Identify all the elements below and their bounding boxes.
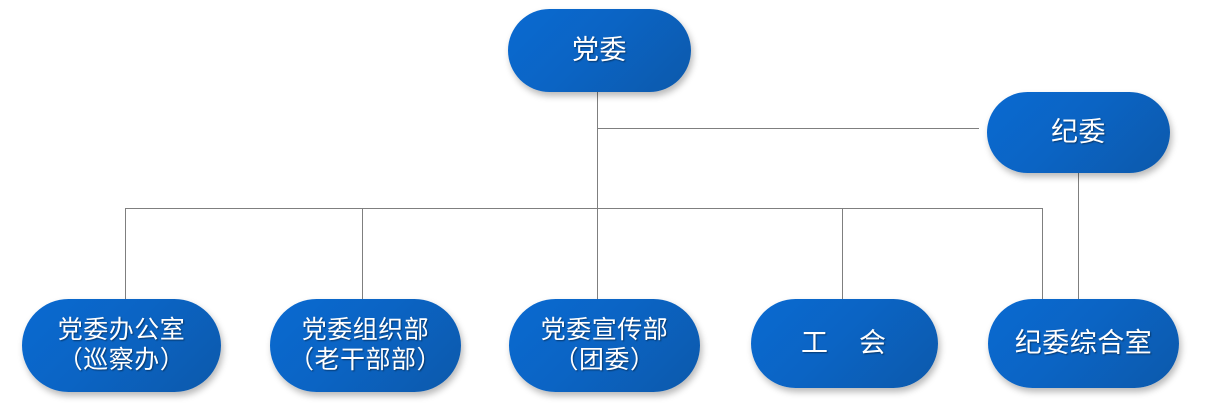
connector-main-bus [125, 208, 1043, 209]
connector-drop-organization-department [362, 208, 363, 300]
node-organization-department[interactable]: 党委组织部 （老干部部） [270, 299, 461, 392]
node-labor-union-label: 工 会 [801, 327, 888, 358]
node-party-committee-office-label-line2: （巡察办） [57, 346, 186, 374]
connector-drop-propaganda-department [597, 208, 598, 300]
node-discipline-commission[interactable]: 纪委 [987, 92, 1170, 173]
node-party-committee-label: 党委 [572, 34, 627, 65]
connector-party-committee-stem [597, 91, 598, 209]
node-party-committee-office-label-line1: 党委办公室 [57, 317, 186, 344]
node-propaganda-department-label-line2: （团委） [553, 346, 656, 374]
connector-drop-party-committee-office [125, 208, 126, 300]
connector-drop-discipline-general-office-from-bus [1042, 208, 1043, 300]
connector-discipline-commission-to-general-office [1078, 173, 1079, 300]
node-propaganda-department[interactable]: 党委宣传部 （团委） [509, 299, 700, 392]
node-organization-department-label-line1: 党委组织部 [301, 317, 430, 344]
node-party-committee-office[interactable]: 党委办公室 （巡察办） [22, 299, 221, 392]
node-discipline-general-office-label: 纪委综合室 [1014, 327, 1153, 358]
node-organization-department-label-line2: （老干部部） [288, 346, 442, 374]
connector-drop-labor-union [842, 208, 843, 300]
node-party-committee[interactable]: 党委 [508, 9, 691, 92]
node-propaganda-department-label-line1: 党委宣传部 [540, 317, 669, 344]
node-discipline-commission-label: 纪委 [1051, 116, 1106, 147]
connector-to-discipline-commission [597, 128, 979, 129]
node-discipline-general-office[interactable]: 纪委综合室 [988, 299, 1179, 388]
node-labor-union[interactable]: 工 会 [751, 299, 938, 388]
